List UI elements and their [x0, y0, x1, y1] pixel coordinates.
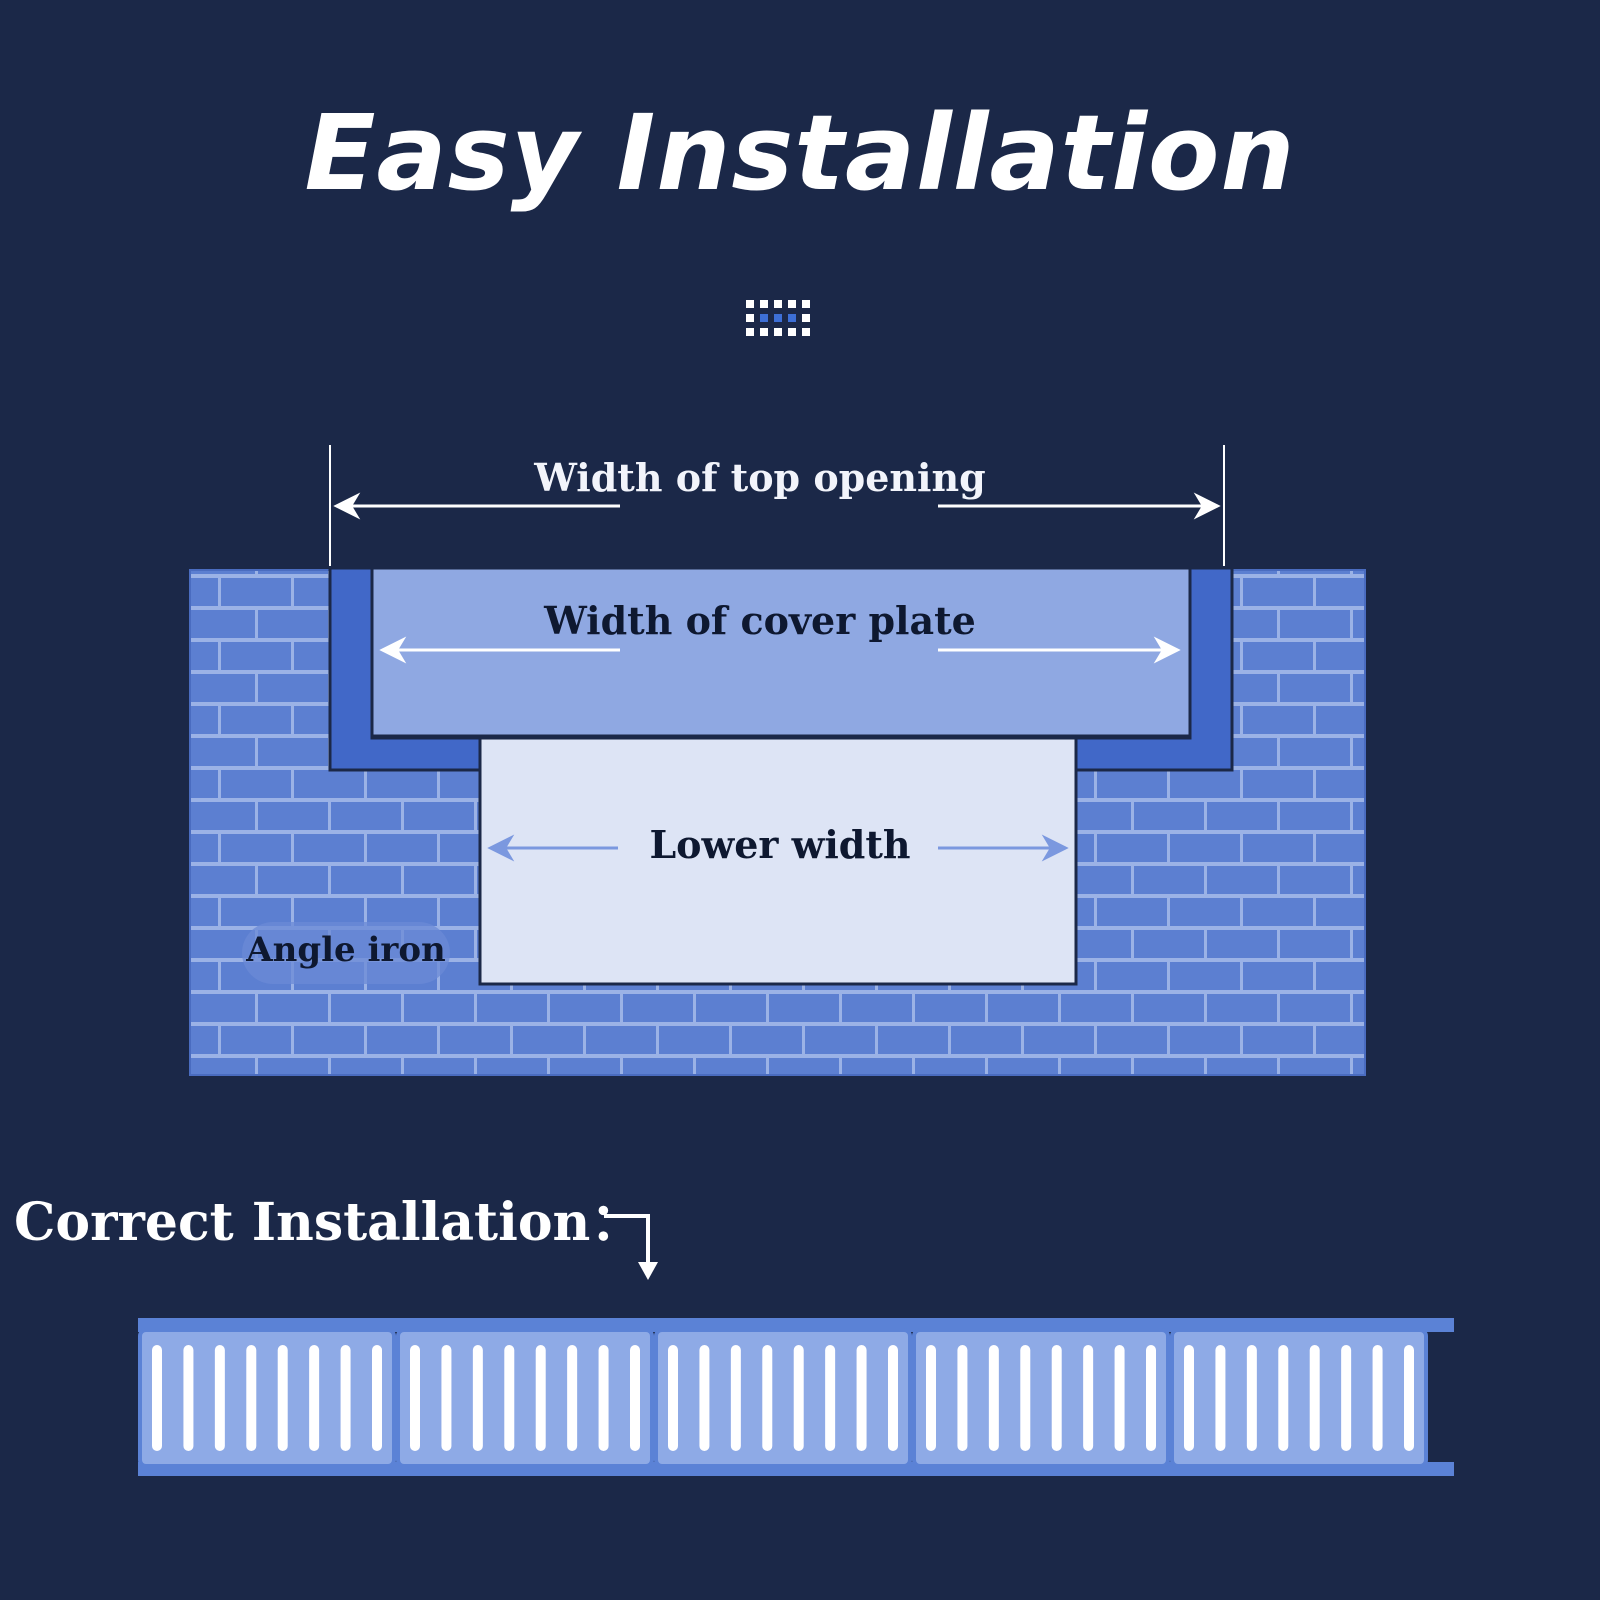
grate-slot	[762, 1345, 773, 1451]
lower-width-label: Lower width	[649, 822, 911, 867]
grate-slot	[535, 1345, 546, 1451]
grate-slot	[856, 1345, 867, 1451]
grate-panel	[912, 1328, 1170, 1468]
cover-plate-label: Width of cover plate	[544, 598, 976, 643]
grate-slot	[1083, 1345, 1094, 1451]
drain-grate	[138, 1318, 1454, 1476]
grate-slot	[1020, 1345, 1031, 1451]
top-opening-label: Width of top opening	[534, 455, 986, 500]
grate-slot	[246, 1345, 257, 1451]
grate-slot	[340, 1345, 351, 1451]
grate-slot	[888, 1345, 898, 1451]
grate-slot	[152, 1345, 162, 1451]
grate-slot	[183, 1345, 194, 1451]
grate-panel	[396, 1328, 654, 1468]
grate-slot	[1309, 1345, 1320, 1451]
correct-installation-label: Correct Installation：	[14, 1192, 643, 1253]
grate-slot	[957, 1345, 968, 1451]
grate-slot	[1146, 1345, 1156, 1451]
grate-panel	[138, 1328, 396, 1468]
grate-slot	[1404, 1345, 1414, 1451]
grate-slot	[926, 1345, 936, 1451]
pointer-arrow-icon	[604, 1214, 650, 1266]
grate-slot	[309, 1345, 320, 1451]
grate-slot	[598, 1345, 609, 1451]
grate-slot	[277, 1345, 288, 1451]
grate-slot	[410, 1345, 420, 1451]
grate-slot	[668, 1345, 678, 1451]
grate-slot	[1184, 1345, 1194, 1451]
grate-slot	[504, 1345, 515, 1451]
grate-slot	[1215, 1345, 1226, 1451]
angle-iron-label-background	[242, 922, 450, 984]
grate-panel	[1170, 1328, 1428, 1468]
grate-slot	[793, 1345, 804, 1451]
cover-plate	[370, 566, 1192, 738]
grate-slot	[214, 1345, 225, 1451]
grate-slot	[1372, 1345, 1383, 1451]
grate-slot	[472, 1345, 483, 1451]
grate-slot	[372, 1345, 382, 1451]
grate-slot	[1278, 1345, 1289, 1451]
grate-panel	[654, 1328, 912, 1468]
grate-slot	[699, 1345, 710, 1451]
grate-slot	[825, 1345, 836, 1451]
grate-slot	[1341, 1345, 1352, 1451]
angle-iron-label: Angle iron	[246, 930, 446, 970]
grate-slot	[1114, 1345, 1125, 1451]
grate-slot	[988, 1345, 999, 1451]
grate-slot	[1246, 1345, 1257, 1451]
page-title: Easy Installation	[304, 92, 1296, 214]
grate-slot	[567, 1345, 578, 1451]
grate-slot	[630, 1345, 640, 1451]
grate-slot	[441, 1345, 452, 1451]
grate-slot	[1051, 1345, 1062, 1451]
lower-opening	[478, 736, 1078, 986]
grate-slot	[730, 1345, 741, 1451]
